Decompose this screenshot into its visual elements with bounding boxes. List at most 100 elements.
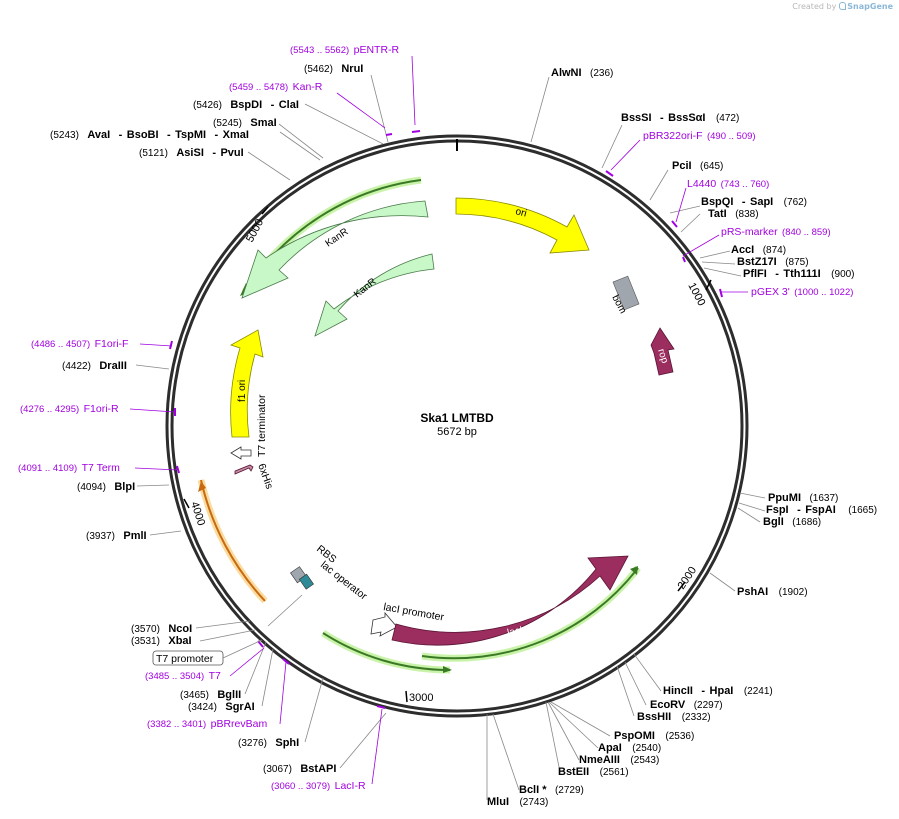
connector xyxy=(370,74,389,143)
primer-marker xyxy=(176,465,180,474)
enzyme-label[interactable]: (5426) BspDI - ClaI xyxy=(193,95,299,112)
enzyme-label[interactable]: (3067) BstAPI xyxy=(263,759,336,776)
connector xyxy=(633,653,662,692)
t7-terminator-feature[interactable] xyxy=(230,446,252,460)
connector xyxy=(649,169,669,201)
primer-label[interactable]: pRS-marker (840 .. 859) xyxy=(721,222,831,239)
primer-marker xyxy=(719,288,723,298)
enzyme-label[interactable]: MluI (2743) xyxy=(487,792,548,809)
enzyme-label[interactable]: PflFI - Tth111I (900) xyxy=(743,264,855,281)
enzyme-label[interactable]: AlwNI (236) xyxy=(551,63,613,80)
enzyme-label[interactable]: (3424) SgrAI xyxy=(188,697,255,714)
connector xyxy=(616,665,635,717)
laci-promoter-feature[interactable] xyxy=(370,611,398,637)
enzyme-label[interactable]: BstZ17I (875) xyxy=(737,252,809,269)
primer-connector xyxy=(610,139,641,171)
enzyme-label[interactable]: EcoRV (2297) xyxy=(650,695,723,712)
snapgene-logo-icon xyxy=(839,2,847,10)
enzyme-label[interactable]: TatI (838) xyxy=(708,204,759,221)
enzyme-label[interactable]: PciI (645) xyxy=(672,156,723,173)
kanr-inner-feature[interactable] xyxy=(314,253,435,337)
enzyme-label[interactable]: (4422) DraIII xyxy=(62,356,127,373)
connector xyxy=(709,572,736,592)
primer-label[interactable]: (4486 .. 4507) F1ori-F xyxy=(31,334,128,351)
enzyme-label[interactable]: (3465) BglII xyxy=(180,685,241,702)
primer-label[interactable]: (5459 .. 5478) Kan-R xyxy=(229,77,323,94)
enzyme-label[interactable]: HincII - HpaI (2241) xyxy=(663,681,773,698)
kanr-feature[interactable] xyxy=(241,200,429,299)
rop-feature[interactable] xyxy=(650,327,675,376)
primer-connector xyxy=(279,661,287,725)
primer-connector xyxy=(229,647,265,677)
enzyme-label[interactable]: PshAI (1902) xyxy=(737,582,808,599)
connector xyxy=(737,507,761,523)
enzyme-label[interactable]: PpuMI (1637) xyxy=(768,488,838,505)
enzyme-label[interactable]: BssHII (2332) xyxy=(637,707,711,724)
enzyme-label[interactable]: BssSI - BssSαI (472) xyxy=(621,108,739,125)
tick-mark xyxy=(405,690,408,703)
connector xyxy=(247,151,291,181)
features: ori KanR KanR bom rop f1 ori T7 terminat… xyxy=(197,176,675,674)
f1-ori-label: f1 ori xyxy=(237,380,248,402)
primer-label[interactable]: (4091 .. 4109) T7 Term xyxy=(18,458,120,475)
primer-marker xyxy=(682,256,686,263)
enzyme-label[interactable]: BclI * (2729) xyxy=(519,780,584,797)
enzyme-label[interactable]: BstEII (2561) xyxy=(558,762,629,779)
connector xyxy=(680,213,701,233)
enzyme-label[interactable]: ApaI (2540) xyxy=(598,738,661,755)
connector xyxy=(261,648,274,707)
primer-connector xyxy=(134,467,179,471)
connectors xyxy=(129,55,766,800)
primer-label[interactable]: pGEX 3' (1000 .. 1022) xyxy=(751,282,853,299)
sixhis-feature[interactable] xyxy=(234,464,254,475)
connector xyxy=(136,484,170,487)
enzyme-label[interactable]: (5243) AvaI - BsoBI - TspMI - XmaI xyxy=(50,125,249,142)
connector xyxy=(195,620,251,629)
primer-label[interactable]: (3060 .. 3079) LacI-R xyxy=(271,776,366,793)
laci-feature[interactable] xyxy=(391,555,629,646)
primer-marker xyxy=(385,133,393,136)
primer-marker xyxy=(605,170,614,177)
primer-label[interactable]: pBR322ori-F (490 .. 509) xyxy=(643,126,756,143)
t7-promoter-connector xyxy=(222,639,263,659)
primer-label[interactable]: (3382 .. 3401) pBRrevBam xyxy=(147,714,267,731)
kanr-inner-label: KanR xyxy=(352,276,378,300)
laci-thin-feature[interactable] xyxy=(421,567,639,660)
enzyme-label[interactable]: BspQI - SapI (762) xyxy=(701,192,807,209)
ori-feature[interactable] xyxy=(455,197,590,254)
t7-promoter-tag[interactable]: T7 promoter xyxy=(152,639,263,666)
enzyme-label[interactable]: (3570) NcoI xyxy=(131,619,192,636)
enzyme-label[interactable]: NmeAIII (2543) xyxy=(579,750,659,767)
laci-promoter-label: lacI promoter xyxy=(382,601,445,624)
laci-label: lacI xyxy=(506,625,524,639)
enzyme-label[interactable]: (5462) NruI xyxy=(304,59,363,76)
connector xyxy=(244,641,267,695)
enzyme-label[interactable]: (5121) AsiSI - PvuI xyxy=(139,143,244,160)
primer-label[interactable]: (5543 .. 5562) pENTR-R xyxy=(290,40,400,57)
primer-connector xyxy=(336,92,386,129)
enzyme-label[interactable]: (3937) PmlI xyxy=(86,526,147,543)
primer-label[interactable]: (4276 .. 4295) F1ori-R xyxy=(20,399,119,416)
lac-operator-feature[interactable] xyxy=(298,573,314,590)
primer-connector xyxy=(411,55,416,126)
primer-label[interactable]: (3485 .. 3504) T7 xyxy=(145,666,221,683)
enzyme-label[interactable]: (3531) XbaI xyxy=(131,631,192,648)
enzyme-label[interactable]: BglI (1686) xyxy=(763,512,821,529)
f1-ori-feature[interactable] xyxy=(230,329,264,438)
enzyme-label[interactable]: FspI - FspAI (1665) xyxy=(766,500,877,517)
bom-feature[interactable] xyxy=(612,275,640,311)
connector xyxy=(135,364,170,370)
lac-operator-label: lac operator xyxy=(318,559,369,603)
lacz-thin-feature[interactable] xyxy=(322,632,451,672)
connector xyxy=(703,267,742,277)
connector xyxy=(530,76,550,143)
primer-label[interactable]: L4440 (743 .. 760) xyxy=(687,174,769,191)
enzyme-label[interactable]: (4094) BlpI xyxy=(77,477,135,494)
enzyme-label[interactable]: (5245) SmaI xyxy=(213,113,277,130)
enzyme-label[interactable]: AccI (874) xyxy=(731,240,786,257)
enzyme-label[interactable]: PspOMI (2536) xyxy=(614,726,694,743)
enzyme-label[interactable]: (3276) SphI xyxy=(238,733,299,750)
t7-region-feature[interactable] xyxy=(200,479,266,602)
ori-label: ori xyxy=(514,206,527,219)
